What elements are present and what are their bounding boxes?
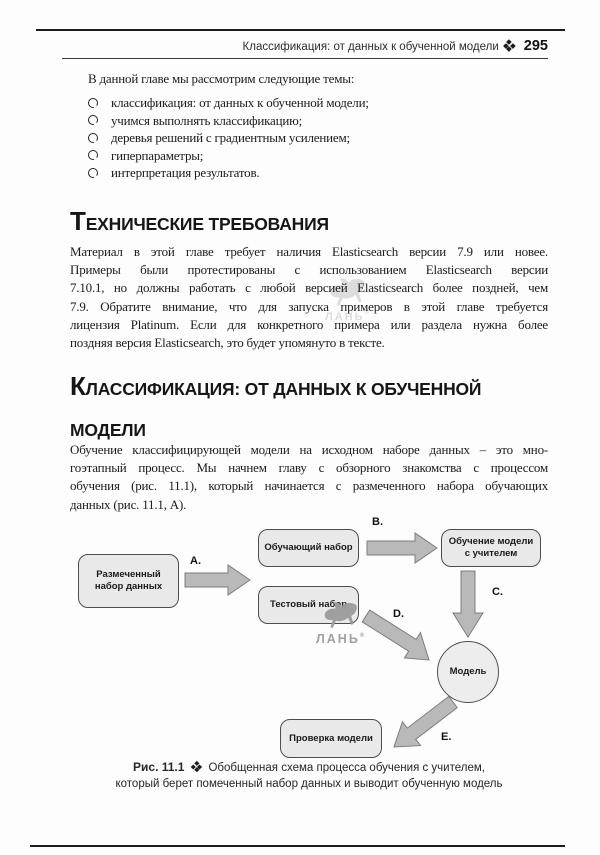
- node-model-validation: Проверка модели: [280, 719, 382, 758]
- page-number: 295: [523, 38, 548, 54]
- arrow-a: [184, 564, 251, 596]
- paragraph-line: обучения (рис. 11.1), который начинается…: [70, 478, 548, 494]
- paragraph-line: Материал в этой главе требует наличия El…: [70, 244, 548, 259]
- page-top-rule: [36, 29, 565, 31]
- arrow-label-a: A.: [190, 555, 201, 567]
- paragraph-line: данных (рис. 11.1, А).: [70, 496, 187, 512]
- open-circle-bullet-icon: [88, 132, 98, 143]
- section-title-technical: Технические требования: [70, 206, 329, 236]
- page-bottom-rule: [30, 845, 565, 847]
- arrow-label-c: C.: [492, 586, 503, 598]
- open-circle-bullet-icon: [88, 167, 98, 178]
- header-title: Классификация: от данных к обученной мод…: [242, 41, 499, 53]
- topic-item: интерпретация результатов.: [88, 164, 548, 182]
- open-circle-bullet-icon: [88, 115, 98, 125]
- topic-label: интерпретация результатов.: [111, 165, 260, 180]
- node-supervised-training: Обучение модели с учителем: [441, 529, 541, 567]
- paragraph-line: гоэтапный процесс. Мы начнем главу с обз…: [70, 460, 548, 476]
- diamond-icon: [191, 760, 203, 773]
- watermark-label: ЛАНЬ®: [325, 310, 369, 323]
- caption-line2: который берет помеченный набор данных и …: [115, 777, 503, 790]
- figure-caption: Рис. 11.1 Обобщенная схема процесса обуче…: [70, 760, 548, 792]
- lan-watermark: ЛАНЬ®: [316, 600, 364, 646]
- paragraph-line: лицензия Platinum. Если для конкретного …: [70, 316, 548, 332]
- header-rule: [62, 58, 548, 59]
- arrow-label-b: B.: [372, 516, 383, 528]
- watermark-label: ЛАНЬ®: [316, 632, 365, 646]
- chapter-intro: В данной главе мы рассмотрим следующие т…: [88, 71, 355, 86]
- paragraph-line: поздняя версия Elasticsearch, это будет …: [70, 335, 385, 351]
- topic-item: классификация: от данных к обученной мод…: [88, 94, 548, 112]
- paragraph-line: Обучение классифицирующей модели на исхо…: [70, 442, 548, 457]
- paragraph-line: 7.9. Обратите внимание, что для запуска …: [70, 298, 548, 314]
- caption-figure-label: Рис. 11.1: [133, 760, 185, 774]
- paragraph-technical: Материал в этой главе требует наличия El…: [70, 243, 548, 352]
- topic-item: гиперпараметры;: [88, 147, 548, 165]
- section-title-classification-line2: модели: [70, 420, 146, 440]
- topics-list: классификация: от данных к обученной мод…: [88, 94, 548, 182]
- topic-item: деревья решений с градиентным усилением;: [88, 129, 548, 147]
- deer-icon: [324, 602, 357, 628]
- topic-label: гиперпараметры;: [111, 147, 204, 163]
- node-model: Модель: [437, 641, 499, 703]
- caption-text: Обобщенная схема процесса обучения с учи…: [208, 762, 485, 774]
- paragraph-classification: Обучение классифицирующей модели на исхо…: [70, 441, 548, 514]
- section-title-classification: Классификация: от данных к обученной: [70, 371, 482, 401]
- arrow-b: [366, 532, 438, 564]
- paragraph-line: Примеры были протестированы с использова…: [70, 262, 548, 278]
- caption-line1: Рис. 11.1 Обобщенная схема процесса обуче…: [70, 760, 548, 777]
- topic-label: учимся выполнять классификацию;: [111, 112, 303, 128]
- page-header: Классификация: от данных к обученной мод…: [70, 38, 548, 54]
- node-training-set: Обучающий набор: [258, 529, 359, 567]
- deer-icon: [330, 278, 365, 306]
- node-labeled-dataset: Размеченный набор данных: [78, 554, 179, 608]
- open-circle-bullet-icon: [88, 97, 98, 108]
- arrow-c: [452, 570, 484, 638]
- paragraph-line: 7.10.1, но должны работать с любой верси…: [70, 280, 548, 296]
- topic-item: учимся выполнять классификацию;: [88, 112, 548, 130]
- diamond-icon: [503, 39, 516, 52]
- arrow-label-d: D.: [393, 608, 404, 620]
- lan-watermark: ЛАНЬ®: [324, 276, 370, 323]
- open-circle-bullet-icon: [88, 150, 98, 160]
- arrow-label-e: E.: [441, 731, 452, 743]
- topic-label: классификация: от данных к обученной мод…: [111, 95, 369, 110]
- topic-label: деревья решений с градиентным усилением;: [111, 130, 350, 145]
